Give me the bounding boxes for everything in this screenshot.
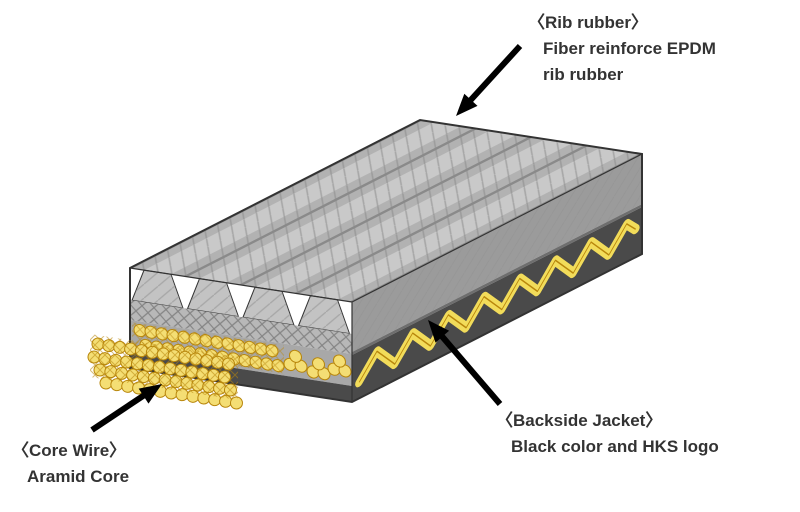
rib-rubber-desc-2: rib rubber xyxy=(543,65,624,84)
core-wire-label: 〈Core Wire〉 Aramid Core xyxy=(12,438,129,490)
core-wire-arrow xyxy=(90,384,162,433)
backside-jacket-heading: 〈Backside Jacket〉 xyxy=(496,411,663,430)
core-wire-desc-1: Aramid Core xyxy=(27,467,130,486)
rib-rubber-arrow xyxy=(456,43,523,116)
core-wire-heading: 〈Core Wire〉 xyxy=(12,441,127,460)
rib-fiber-hatch-texture xyxy=(130,120,642,302)
rib-rubber-desc-1: Fiber reinforce EPDM xyxy=(543,39,716,58)
core-wire-strands xyxy=(86,334,244,411)
backside-jacket-arrow xyxy=(428,320,503,406)
rib-rubber-label: 〈Rib rubber〉 Fiber reinforce EPDM rib ru… xyxy=(528,10,716,88)
backside-jacket-label: 〈Backside Jacket〉 Black color and HKS lo… xyxy=(496,408,719,460)
core-braid-texture xyxy=(90,334,238,400)
rib-rubber-heading: 〈Rib rubber〉 xyxy=(528,13,648,32)
belt-side-face xyxy=(352,154,642,402)
backside-jacket-desc-1: Black color and HKS logo xyxy=(511,437,719,456)
